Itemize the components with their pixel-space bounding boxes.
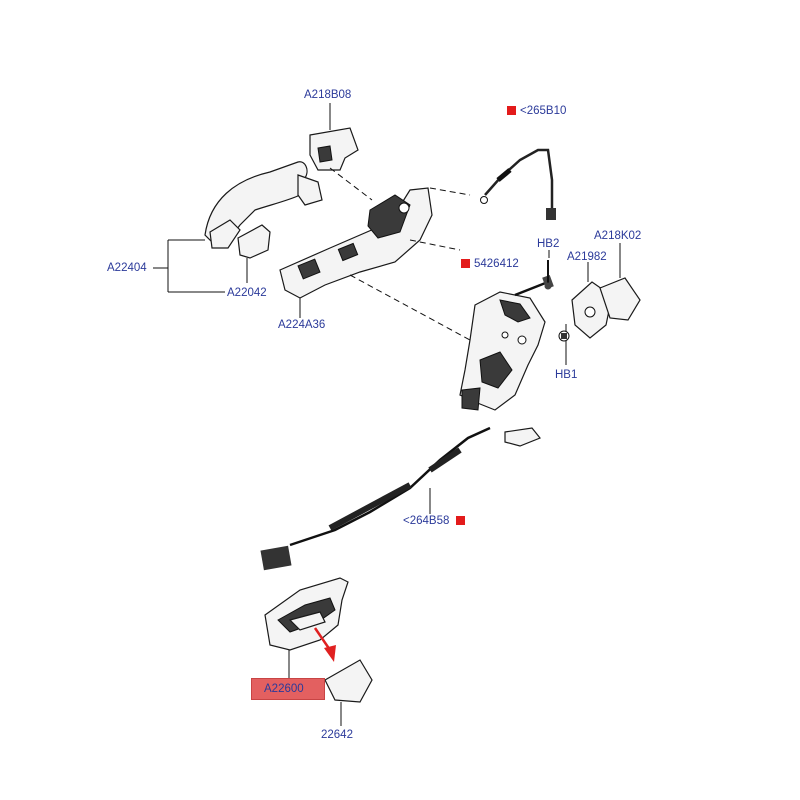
leader-a22404 (153, 239, 225, 293)
screw-hb2 (544, 260, 552, 290)
highlighted-part-box (251, 678, 325, 700)
screw-hb1 (558, 324, 570, 365)
callout-marker-265b10 (507, 106, 516, 115)
assembly-line-4 (429, 187, 471, 196)
interior-door-handle (264, 577, 349, 651)
callout-5426412: 5426412 (474, 258, 519, 270)
interior-handle-cable (260, 426, 541, 571)
handle-reinforcement-bracket (279, 187, 433, 299)
callout-a218k02: A218K02 (594, 230, 642, 242)
handle-gasket (237, 224, 271, 259)
callout-hb1: HB1 (555, 369, 578, 381)
callout-a218b08: A218B08 (304, 89, 352, 101)
install-direction-arrowhead (324, 645, 336, 662)
callout-hb2: HB2 (537, 238, 560, 250)
assembly-line-3 (349, 274, 471, 341)
callout-264b58: <264B58 (403, 515, 450, 527)
callout-a224a36: A224A36 (278, 319, 326, 331)
callout-265b10: <265B10 (520, 105, 567, 117)
callout-a21982: A21982 (567, 251, 607, 263)
exterior-door-handle (204, 161, 323, 249)
callout-marker-264b58 (456, 516, 465, 525)
callout-22642: 22642 (321, 729, 353, 741)
callout-a22600: A22600 (264, 683, 304, 695)
callout-marker-5426412 (461, 259, 470, 268)
install-direction-arrow (313, 627, 332, 651)
callout-a22042: A22042 (227, 287, 267, 299)
callout-a22404: A22404 (107, 262, 147, 274)
handle-trim-cover (324, 659, 373, 703)
door-latch-actuator (459, 291, 546, 411)
assembly-line-1 (329, 167, 373, 201)
exterior-handle-cable (480, 148, 556, 220)
striker-bracket (571, 281, 613, 339)
latch-cover (599, 277, 641, 321)
assembly-line-2 (409, 239, 461, 251)
handle-cap (309, 127, 359, 171)
